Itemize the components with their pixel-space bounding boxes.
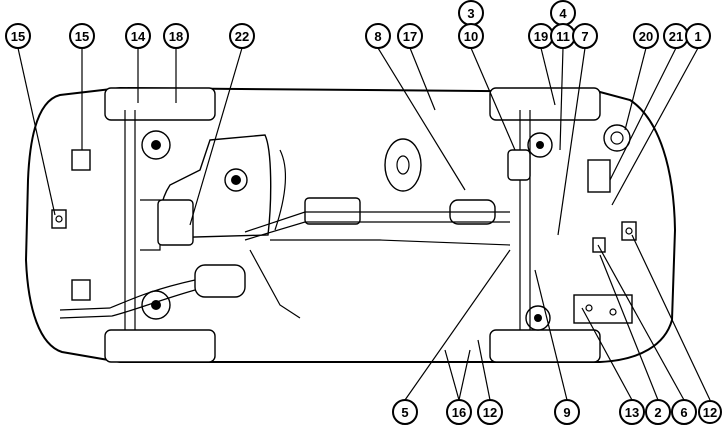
front-left-hub-center — [151, 140, 161, 150]
callout-12-low: 12 — [477, 399, 503, 425]
svg-text:15: 15 — [11, 29, 25, 44]
brake-line-c — [249, 249, 301, 319]
svg-text:22: 22 — [235, 29, 249, 44]
svg-text:14: 14 — [131, 29, 146, 44]
svg-text:13: 13 — [625, 405, 639, 420]
rear-right-tire — [489, 329, 601, 363]
callout-2: 2 — [645, 399, 671, 425]
callout-14: 14 — [125, 23, 151, 49]
svg-text:12: 12 — [703, 405, 717, 420]
brake-line-b — [274, 149, 287, 231]
front-differential — [157, 199, 194, 246]
svg-text:9: 9 — [563, 405, 570, 420]
callout-10: 10 — [458, 23, 484, 49]
callout-12-right: 12 — [698, 400, 722, 424]
svg-text:15: 15 — [75, 29, 89, 44]
callout-19: 19 — [528, 23, 554, 49]
callout-11: 11 — [550, 23, 576, 49]
callout-4: 4 — [550, 0, 576, 26]
rear-bracket — [592, 237, 606, 253]
callout-18: 18 — [163, 23, 189, 49]
callout-13: 13 — [619, 399, 645, 425]
svg-text:21: 21 — [669, 29, 683, 44]
svg-text:7: 7 — [581, 29, 588, 44]
brake-line-a — [270, 239, 511, 246]
svg-text:16: 16 — [452, 405, 466, 420]
fuel-tank-filler-center — [231, 175, 241, 185]
callout-1: 1 — [685, 23, 711, 49]
svg-text:1: 1 — [694, 29, 701, 44]
driveline-lower — [244, 221, 510, 241]
vehicle-body-outline — [24, 86, 677, 363]
callout-9: 9 — [554, 399, 580, 425]
rear-left-hub-center — [536, 141, 544, 149]
front-right-tire — [104, 329, 216, 363]
callout-8: 8 — [365, 23, 391, 49]
exhaust-pipe-lower — [59, 289, 196, 319]
callout-3: 3 — [458, 0, 484, 26]
svg-text:3: 3 — [467, 6, 474, 21]
callout-5: 5 — [392, 399, 418, 425]
svg-text:6: 6 — [680, 405, 687, 420]
callout-15-mid: 15 — [69, 23, 95, 49]
rear-panel — [573, 294, 633, 324]
callout-17: 17 — [397, 23, 423, 49]
sensor-right — [621, 221, 637, 241]
svg-text:12: 12 — [483, 405, 497, 420]
svg-text:4: 4 — [559, 6, 567, 21]
muffler — [194, 264, 246, 298]
driveline — [244, 211, 510, 233]
svg-text:2: 2 — [654, 405, 661, 420]
callout-6: 6 — [671, 399, 697, 425]
svg-text:18: 18 — [169, 29, 183, 44]
callout-22: 22 — [229, 23, 255, 49]
rear-module — [587, 159, 611, 193]
center-pipe-box — [304, 197, 361, 225]
rear-spare-well-inner — [610, 131, 624, 145]
svg-text:17: 17 — [403, 29, 417, 44]
exhaust-pipe — [59, 279, 196, 311]
callout-16: 16 — [446, 399, 472, 425]
rear-right-hub-center — [534, 314, 542, 322]
rear-panel-bolt-right — [609, 308, 617, 316]
sensor-right-dot — [625, 227, 633, 235]
front-left-tire — [104, 87, 216, 121]
steering-wheel-hub — [396, 155, 410, 175]
front-axle — [140, 199, 161, 251]
bracket-lower — [71, 279, 91, 301]
rear-panel-bolt-left — [585, 304, 593, 312]
callout-20: 20 — [633, 23, 659, 49]
svg-text:11: 11 — [556, 29, 570, 44]
sensor-left-dot — [55, 215, 63, 223]
rear-left-tire — [489, 87, 601, 121]
leader-lines — [17, 47, 711, 401]
svg-text:8: 8 — [374, 29, 381, 44]
svg-text:5: 5 — [401, 405, 408, 420]
svg-text:20: 20 — [639, 29, 653, 44]
svg-text:19: 19 — [534, 29, 548, 44]
bracket-upper — [71, 149, 91, 171]
callout-21: 21 — [663, 23, 689, 49]
callout-7: 7 — [572, 23, 598, 49]
rear-spare-well — [603, 124, 631, 152]
callout-15-left: 15 — [5, 23, 31, 49]
svg-text:10: 10 — [464, 29, 478, 44]
rear-differential — [507, 149, 531, 181]
steering-wheel — [384, 138, 422, 192]
